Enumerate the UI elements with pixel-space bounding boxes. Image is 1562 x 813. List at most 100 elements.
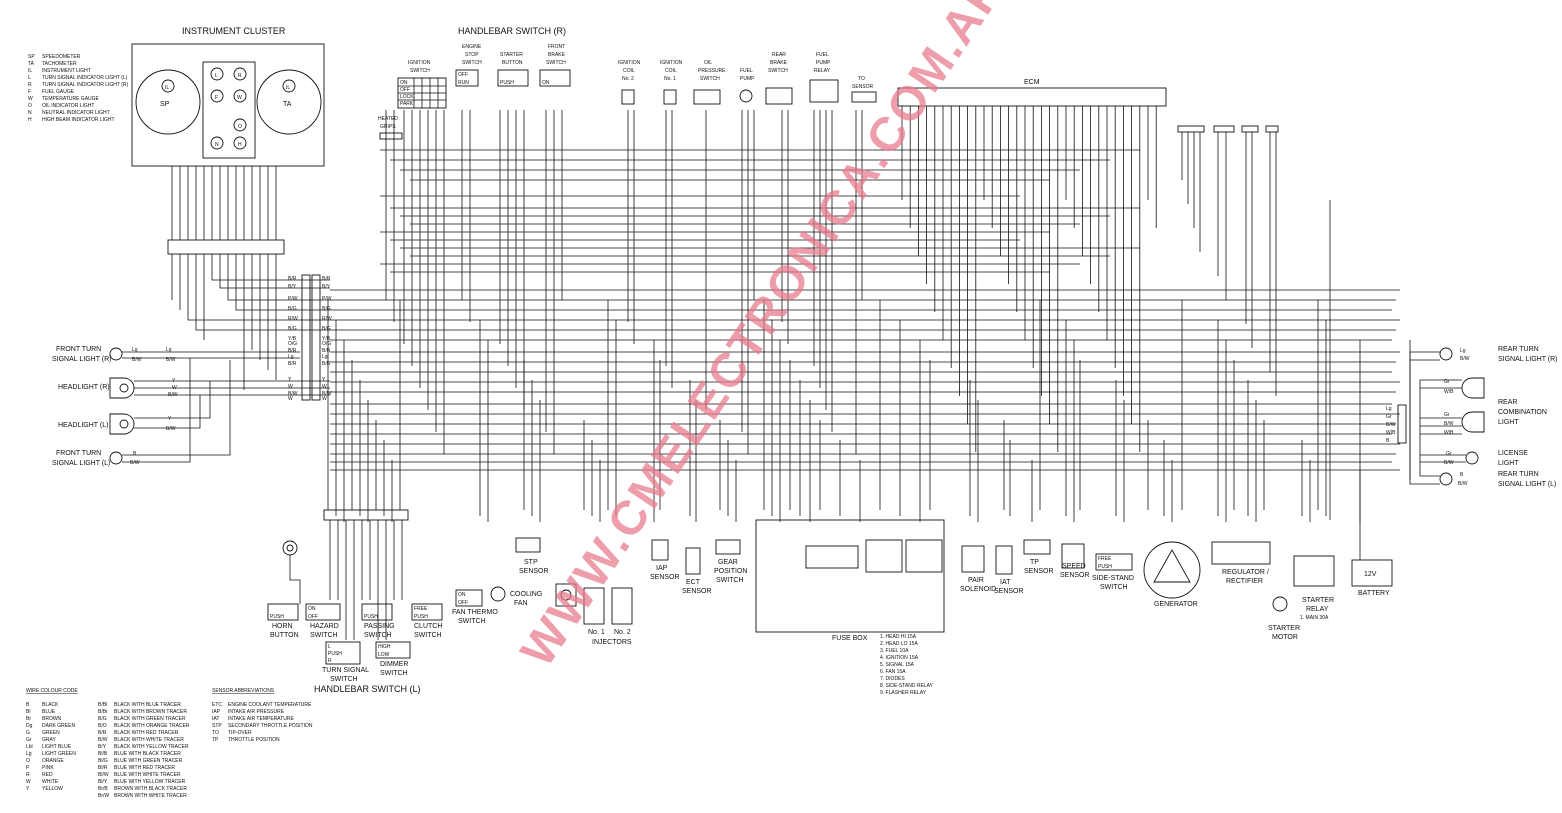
colour-code: B/Y — [98, 744, 107, 750]
wire-label: B/W — [322, 391, 332, 397]
svg-text:IGNITION: IGNITION — [408, 60, 431, 66]
svg-text:SENSOR: SENSOR — [682, 588, 712, 595]
fuse-item: 8. SIDE-STAND RELAY — [880, 683, 934, 689]
wire-label: B — [1386, 438, 1390, 444]
svg-text:INJECTORS: INJECTORS — [592, 639, 632, 646]
wire-label: B/W — [1386, 422, 1396, 428]
neutral-symbol: N — [215, 142, 219, 148]
svg-text:SWITCH: SWITCH — [364, 632, 392, 639]
wire-label: W — [288, 384, 293, 390]
svg-text:PUSH: PUSH — [1098, 564, 1112, 570]
svg-text:COOLING: COOLING — [510, 591, 542, 598]
svg-text:GRIPS: GRIPS — [380, 124, 396, 130]
colour-name: GRAY — [42, 737, 56, 743]
legend-text: INSTRUMENT LIGHT — [42, 68, 91, 74]
svg-text:SWITCH: SWITCH — [700, 76, 720, 82]
wire-label: Y — [288, 377, 292, 383]
wire-label: W — [322, 396, 327, 402]
svg-text:HAZARD: HAZARD — [310, 623, 339, 630]
license-light: LICENSE LIGHT Gr B/W — [1444, 450, 1528, 467]
abbr-code: ETC — [212, 702, 222, 708]
fuse-item: 4. IGNITION 15A — [880, 655, 919, 661]
wire-label: B/W — [166, 357, 176, 363]
fuel-pump: FUEL PUMP — [739, 68, 755, 103]
turn-l-lamp — [210, 67, 224, 81]
wire-label: O/G — [288, 341, 297, 347]
svg-text:PUMP: PUMP — [816, 60, 831, 66]
colour-code: Bl/R — [98, 765, 108, 771]
colour-name: BLACK WITH BLUE TRACER — [114, 702, 181, 708]
gear-position-switch: GEAR POSITION SWITCH — [714, 539, 747, 584]
colour-name: ORANGE — [42, 758, 64, 764]
svg-text:SENSOR: SENSOR — [994, 588, 1024, 595]
wire-label: B/Y — [322, 284, 331, 290]
svg-text:1. MAIN 30A: 1. MAIN 30A — [1300, 615, 1329, 621]
generator-icon — [1143, 541, 1201, 599]
fuse-item: 9. FLASHER RELAY — [880, 690, 927, 696]
svg-text:PUSH: PUSH — [328, 651, 342, 657]
legend-text: SPEEDOMETER — [42, 54, 81, 60]
abbr-text: THROTTLE POSITION — [228, 737, 280, 743]
engine-stop-switch: ENGINE STOP SWITCH OFF RUN — [455, 44, 482, 87]
wire-label: O/G — [322, 341, 331, 347]
colour-name: DARK GREEN — [42, 723, 75, 729]
svg-text:RELAY: RELAY — [814, 68, 831, 74]
svg-text:PUSH: PUSH — [364, 614, 378, 620]
svg-text:PASSING: PASSING — [364, 623, 395, 630]
colour-code: Lg — [26, 751, 32, 757]
wire-label: B/W — [166, 426, 176, 432]
fan-icon — [490, 586, 506, 602]
svg-text:BATTERY: BATTERY — [1358, 590, 1390, 597]
abbr-text: INTAKE AIR PRESSURE — [228, 709, 285, 715]
speedometer-gauge — [135, 69, 201, 135]
svg-text:FREE: FREE — [414, 606, 428, 612]
wire-label: Y/B — [322, 336, 331, 342]
svg-text:OFF: OFF — [308, 614, 318, 620]
colour-name: BROWN WITH WHITE TRACER — [114, 793, 187, 799]
wire-label: P/W — [288, 296, 298, 302]
wire-label: W — [288, 396, 293, 402]
colour-code: Br/W — [98, 793, 109, 799]
svg-text:RUN: RUN — [458, 80, 469, 86]
svg-text:12V: 12V — [1364, 571, 1377, 578]
svg-text:SWITCH: SWITCH — [310, 632, 338, 639]
colour-code: Lbl — [26, 744, 33, 750]
colour-code: Br — [26, 716, 31, 722]
svg-text:LICENSE: LICENSE — [1498, 450, 1528, 457]
connector — [1213, 125, 1235, 133]
colour-name: LIGHT BLUE — [42, 744, 72, 750]
wire-label: Gr — [1444, 379, 1450, 385]
fuse-box-label: FUSE BOX — [832, 635, 868, 642]
colour-code: Y — [26, 786, 30, 792]
fuse-item: 6. FAN 15A — [880, 669, 906, 675]
svg-text:SENSOR: SENSOR — [519, 568, 549, 575]
wire-label: B/W — [288, 391, 298, 397]
side-stand-switch: FREE PUSH SIDE-STAND SWITCH — [1092, 553, 1134, 591]
svg-text:CLUTCH: CLUTCH — [414, 623, 442, 630]
colour-code: Bl/Y — [98, 779, 108, 785]
front-brake-switch: FRONT BRAKE SWITCH ON — [539, 44, 571, 87]
wire-label: B/Y — [288, 284, 297, 290]
colour-code: W — [26, 779, 31, 785]
legend-code: F — [28, 89, 31, 95]
il-lamp-ta — [282, 79, 296, 93]
svg-text:LIGHT: LIGHT — [1498, 419, 1519, 426]
to-sensor: TO SENSOR — [851, 76, 877, 103]
wire-label: R/W — [288, 316, 298, 322]
oil-lamp — [233, 118, 247, 132]
wire — [289, 555, 301, 604]
stp-sensor: STP SENSOR — [515, 537, 549, 575]
svg-text:FREE: FREE — [1098, 556, 1112, 562]
colour-name: BROWN WITH BLACK TRACER — [114, 786, 187, 792]
svg-text:SWITCH: SWITCH — [716, 577, 744, 584]
svg-text:TURN SIGNAL: TURN SIGNAL — [322, 667, 369, 674]
ecm-pins — [901, 106, 1157, 118]
front-turn-r-label-2: SIGNAL LIGHT (R) — [52, 356, 112, 363]
colour-code: R — [26, 772, 30, 778]
wire-label: Lg — [322, 354, 328, 360]
handlebar-l-connector — [323, 509, 409, 521]
svg-text:IAP: IAP — [656, 565, 668, 572]
svg-text:STOP: STOP — [465, 52, 479, 58]
